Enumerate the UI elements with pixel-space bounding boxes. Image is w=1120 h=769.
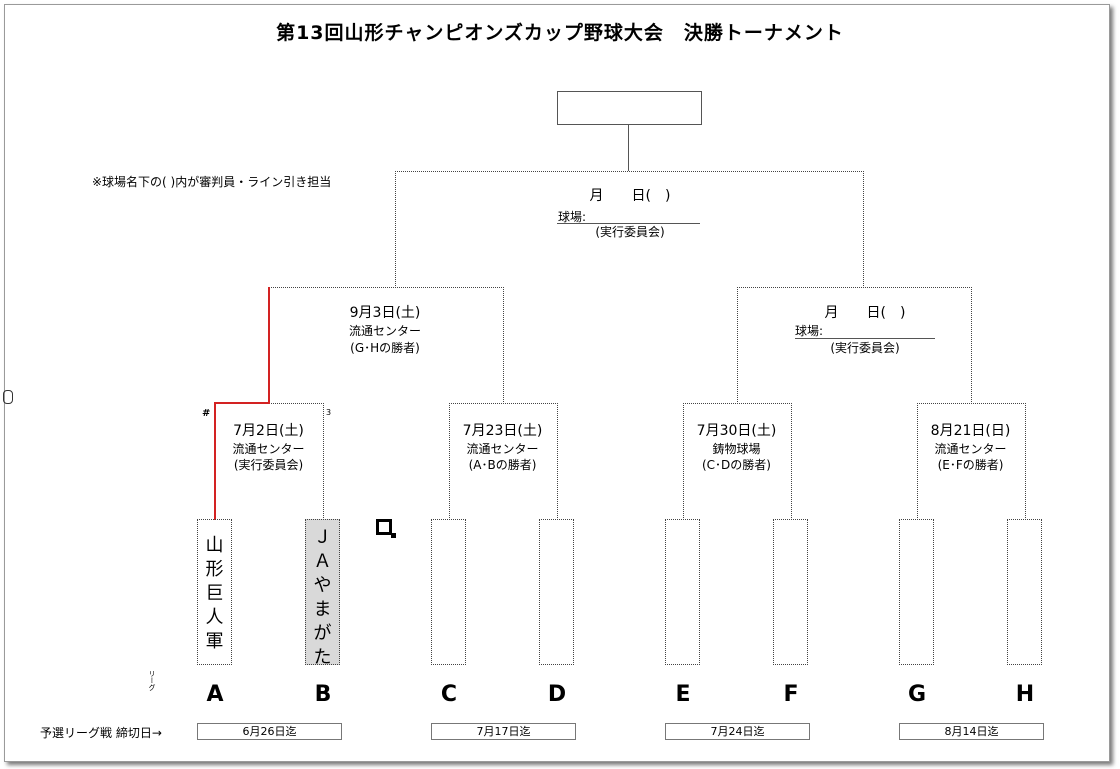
margin-mark	[3, 390, 13, 404]
league-letter-h: H	[1015, 682, 1035, 707]
square-marker-dot	[391, 533, 396, 538]
semi-left-venue: 流通センター	[348, 324, 421, 338]
semi-right-venue-line	[795, 338, 935, 339]
quarter-3-date: 7月30日(土)	[696, 423, 777, 439]
quarter-2-bracket	[449, 403, 558, 520]
league-letter-g: G	[907, 682, 927, 707]
league-letter-c: C	[440, 682, 458, 707]
semi-right-sub: (実行委員会)	[830, 341, 900, 355]
team-c-box	[431, 519, 466, 665]
hash-mark: #	[202, 408, 211, 419]
team-d-box	[539, 519, 574, 665]
square-marker	[376, 519, 392, 535]
league-letter-a: A	[206, 682, 224, 707]
team-a-char: 山	[205, 535, 224, 556]
quarter-3-bracket	[683, 403, 792, 520]
quarter-2-sub: (A･Bの勝者)	[468, 458, 537, 472]
semi-right-bracket	[737, 287, 972, 404]
team-b-char: や	[313, 575, 332, 596]
semi-left-date: 9月3日(土)	[349, 305, 421, 321]
quarter-4-sub: (E･Fの勝者)	[937, 458, 1004, 472]
final-venue-label: 球場:	[558, 210, 587, 224]
team-f-box	[773, 519, 808, 665]
winner-line-vertical-high	[268, 287, 270, 404]
team-b-char: が	[313, 623, 332, 644]
league-letter-b: B	[314, 682, 332, 707]
league-letter-d: D	[547, 682, 567, 707]
quarter-4-venue: 流通センター	[934, 442, 1007, 456]
league-letter-e: E	[675, 682, 691, 707]
page-title: 第13回山形チャンピオンズカップ野球大会 決勝トーナメント	[276, 22, 844, 44]
quarter-2-date: 7月23日(土)	[462, 423, 543, 439]
champion-box	[557, 91, 702, 125]
league-label-text: リーグ	[148, 670, 156, 691]
quarter-1-sub: (実行委員会)	[233, 458, 304, 472]
quarter-4-bracket	[917, 403, 1026, 520]
tournament-sheet	[4, 4, 1110, 762]
team-a-char: 巨	[205, 583, 224, 604]
team-e-box	[665, 519, 700, 665]
team-b-char: Ａ	[313, 551, 332, 572]
semi-left-sub: (G･Hの勝者)	[350, 341, 420, 355]
three-mark: 3	[326, 408, 332, 417]
final-venue-line	[557, 223, 700, 224]
champion-connector	[628, 124, 629, 171]
deadline-ef: 7月24日迄	[665, 723, 810, 740]
deadline-label: 予選リーグ戦 締切日→	[40, 726, 162, 740]
final-bracket	[395, 171, 864, 288]
team-b-char: Ｊ	[313, 527, 332, 548]
team-g-box	[899, 519, 934, 665]
winner-line-vertical-low	[214, 403, 216, 520]
semi-right-date: 月 日( )	[824, 305, 906, 321]
semi-right-venue-label: 球場:	[795, 324, 824, 338]
quarter-3-sub: (C･Dの勝者)	[702, 458, 771, 472]
team-a-char: 人	[205, 607, 224, 628]
team-a-char: 形	[205, 559, 224, 580]
final-committee: (実行委員会)	[595, 225, 665, 239]
quarter-2-venue: 流通センター	[466, 442, 539, 456]
team-b-box: Ｊ Ａ や ま が た	[305, 519, 340, 668]
deadline-cd: 7月17日迄	[431, 723, 576, 740]
team-h-box	[1007, 519, 1042, 665]
team-b-char: た	[313, 647, 332, 668]
quarter-1-venue: 流通センター	[232, 442, 305, 456]
quarter-1-date: 7月2日(土)	[233, 423, 304, 439]
quarter-4-date: 8月21日(日)	[930, 423, 1011, 439]
team-a-box: 山 形 巨 人 軍	[197, 519, 232, 665]
quarter-3-venue: 鋳物球場	[712, 442, 761, 456]
league-label: リーグ	[147, 670, 156, 694]
team-b-char: ま	[313, 599, 332, 620]
umpire-note: ※球場名下の( )内が審判員・ライン引き担当	[92, 175, 332, 189]
league-letter-f: F	[783, 682, 799, 707]
deadline-ab: 6月26日迄	[197, 723, 342, 740]
final-date: 月 日( )	[589, 188, 671, 204]
deadline-gh: 8月14日迄	[899, 723, 1044, 740]
winner-line-horizontal	[214, 402, 270, 404]
team-a-char: 軍	[205, 631, 224, 652]
